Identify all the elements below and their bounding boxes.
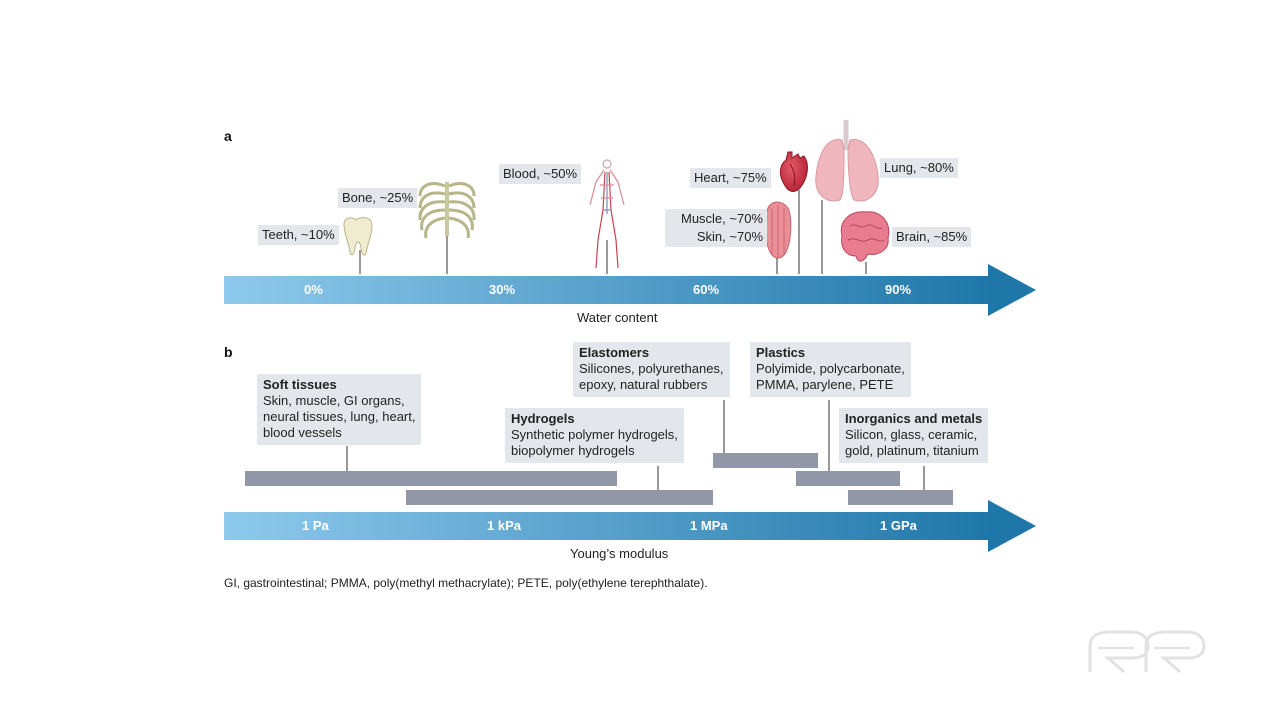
water-tick-0: 0%: [304, 282, 323, 297]
panel-a-letter: a: [224, 128, 232, 144]
water-content-title: Water content: [577, 310, 658, 325]
youngs-modulus-title: Young’s modulus: [570, 546, 669, 561]
water-tick-60: 60%: [693, 282, 720, 297]
water-content-arrow: [224, 264, 1036, 316]
hydrogels-box: Hydrogels Synthetic polymer hydrogels, b…: [505, 408, 684, 463]
modulus-tick-gpa: 1 GPa: [880, 518, 917, 533]
ribcage-icon: [418, 182, 476, 239]
plastics-box: Plastics Polyimide, polycarbonate, PMMA,…: [750, 342, 911, 397]
figure-footnote: GI, gastrointestinal; PMMA, poly(methyl …: [224, 576, 708, 590]
plastics-line-2: PMMA, parylene, PETE: [756, 377, 894, 392]
soft-tissues-line-2: neural tissues, lung, heart,: [263, 409, 416, 424]
inorganics-line-1: Silicon, glass, ceramic,: [845, 427, 978, 442]
range-bar-hydrogels: [406, 490, 713, 505]
lung-icon: [815, 120, 879, 202]
soft-tissues-line-3: blood vessels: [263, 425, 342, 440]
water-tick-30: 30%: [489, 282, 516, 297]
bone-label: Bone, ~25%: [338, 188, 418, 208]
muscle-icon: [764, 201, 792, 259]
elastomers-box: Elastomers Silicones, polyurethanes, epo…: [573, 342, 730, 397]
material-stems: [346, 400, 925, 490]
panel-b-letter: b: [224, 344, 233, 360]
tooth-icon: [343, 217, 373, 256]
inorganics-line-2: gold, platinum, titanium: [845, 443, 979, 458]
muscle-label: Muscle, ~70%: [665, 209, 767, 229]
modulus-tick-mpa: 1 MPa: [690, 518, 728, 533]
logo-icon: [1088, 630, 1206, 674]
soft-tissues-box: Soft tissues Skin, muscle, GI organs, ne…: [257, 374, 422, 445]
range-bar-soft-tissues: [245, 471, 617, 486]
hydrogels-line-2: biopolymer hydrogels: [511, 443, 635, 458]
elastomers-line-2: epoxy, natural rubbers: [579, 377, 708, 392]
elastomers-title: Elastomers: [579, 345, 650, 360]
blood-label: Blood, ~50%: [499, 164, 582, 184]
soft-tissues-title: Soft tissues: [263, 377, 337, 392]
skin-label: Skin, ~70%: [665, 227, 767, 247]
modulus-tick-pa: 1 Pa: [302, 518, 329, 533]
hydrogels-line-1: Synthetic polymer hydrogels,: [511, 427, 678, 442]
tissue-stems: [359, 190, 867, 274]
elastomers-line-1: Silicones, polyurethanes,: [579, 361, 724, 376]
inorganics-title: Inorganics and metals: [845, 411, 983, 426]
heart-icon: [779, 151, 808, 192]
range-bar-inorganics: [848, 490, 953, 505]
youngs-modulus-arrow: [224, 500, 1036, 552]
blood-vessels-icon: [589, 159, 625, 269]
range-bar-plastics: [796, 471, 900, 486]
inorganics-box: Inorganics and metals Silicon, glass, ce…: [839, 408, 989, 463]
brain-label: Brain, ~85%: [892, 227, 972, 247]
heart-label: Heart, ~75%: [690, 168, 771, 188]
modulus-tick-kpa: 1 kPa: [487, 518, 521, 533]
teeth-label: Teeth, ~10%: [258, 225, 339, 245]
lung-label: Lung, ~80%: [880, 158, 958, 178]
hydrogels-title: Hydrogels: [511, 411, 575, 426]
brain-icon: [840, 211, 890, 262]
modulus-range-bars: [245, 453, 953, 505]
plastics-title: Plastics: [756, 345, 806, 360]
soft-tissues-line-1: Skin, muscle, GI organs,: [263, 393, 405, 408]
water-tick-90: 90%: [885, 282, 912, 297]
plastics-line-1: Polyimide, polycarbonate,: [756, 361, 905, 376]
range-bar-elastomers: [713, 453, 818, 468]
